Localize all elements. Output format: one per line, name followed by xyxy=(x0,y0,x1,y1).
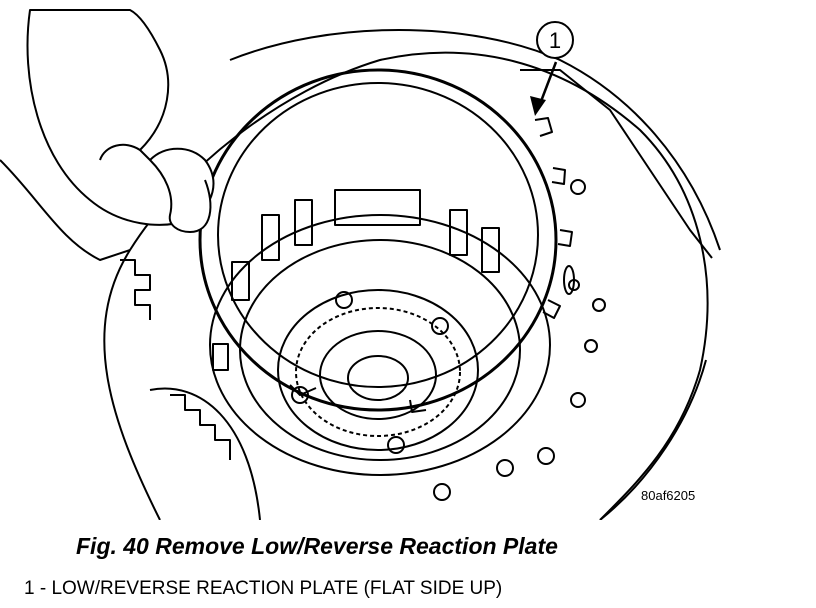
image-code: 80af6205 xyxy=(641,488,696,503)
hand xyxy=(0,9,215,261)
left-gear xyxy=(120,259,261,520)
callout-number: 1 xyxy=(549,28,561,53)
gear-hub xyxy=(277,289,479,454)
legend-item: 1 - LOW/REVERSE REACTION PLATE (FLAT SID… xyxy=(24,578,503,599)
reaction-plate xyxy=(198,68,573,413)
arrow-pointer-icon xyxy=(530,96,546,116)
transmission-case xyxy=(103,29,721,520)
callout-1: 1 xyxy=(530,21,574,116)
figure-caption: Fig. 40 Remove Low/Reverse Reaction Plat… xyxy=(76,533,558,559)
transmission-illustration: 1 xyxy=(0,9,721,520)
clutch-drum xyxy=(209,189,551,476)
